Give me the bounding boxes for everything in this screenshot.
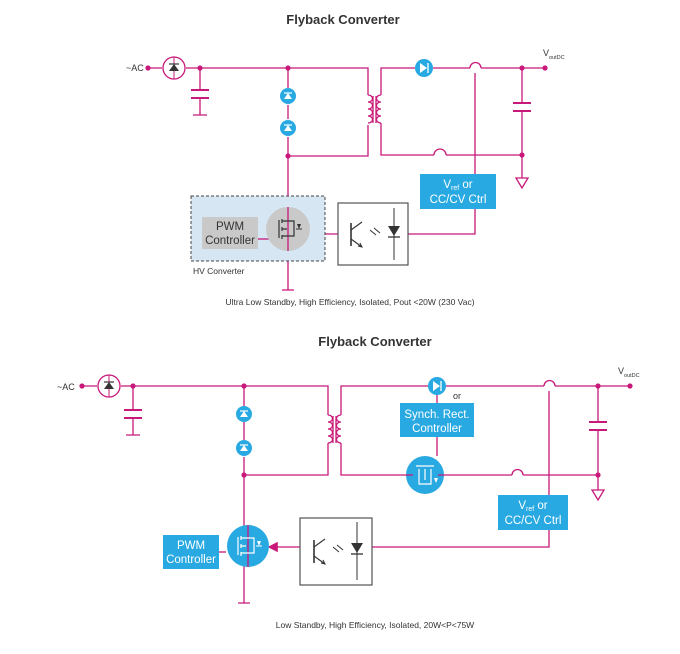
bottom-output-capacitor-icon	[589, 421, 607, 431]
bottom-vref-line1: Vref or	[518, 500, 547, 513]
bottom-tvs-diode-2-icon	[236, 440, 252, 456]
top-output-capacitor-icon	[513, 102, 531, 112]
bottom-sync-line2: Controller	[412, 423, 462, 435]
bottom-transformer-icon	[327, 414, 342, 444]
bottom-circuit: Flyback Converter ~AC	[57, 334, 640, 630]
top-vref-box	[420, 174, 496, 209]
bottom-output-diode-icon	[428, 377, 446, 395]
bottom-sync-line1: Synch. Rect.	[404, 409, 469, 421]
bottom-optocoupler-icon	[299, 517, 373, 586]
bottom-vref-box	[498, 495, 568, 530]
top-tvs-diode-1-icon	[280, 88, 296, 104]
top-optocoupler-icon	[337, 202, 409, 266]
top-transformer-icon	[367, 94, 382, 124]
bottom-title: Flyback Converter	[318, 334, 431, 349]
top-pwm-line1: PWM	[216, 221, 244, 233]
top-ac-label: ~AC	[126, 63, 144, 73]
top-tvs-diode-2-icon	[280, 120, 296, 136]
bottom-tvs-diode-1-icon	[236, 406, 252, 422]
bottom-pwm-line2: Controller	[166, 554, 216, 566]
bottom-pwm-controller-box	[163, 535, 219, 569]
bottom-input-capacitor-icon	[124, 409, 142, 419]
top-pwm-line2: Controller	[205, 235, 255, 247]
top-pwm-controller-box	[202, 217, 258, 249]
top-vref-line1: Vref or	[443, 179, 472, 192]
top-vout-label: VoutDC	[543, 48, 565, 61]
top-output-diode-icon	[415, 59, 433, 77]
bottom-pwm-line1: PWM	[177, 540, 205, 552]
top-hv-label: HV Converter	[193, 266, 245, 276]
top-mosfet-icon	[266, 207, 310, 251]
bottom-bridge-rectifier-icon	[97, 374, 121, 398]
bottom-vref-line2: CC/CV Ctrl	[505, 515, 562, 527]
bottom-or-label: or	[453, 391, 461, 401]
bottom-sync-mosfet-icon	[406, 456, 446, 494]
top-bridge-rectifier-icon	[162, 56, 186, 80]
bottom-mosfet-icon	[227, 525, 269, 567]
bottom-caption: Low Standby, High Efficiency, Isolated, …	[276, 620, 474, 630]
top-circuit: Flyback Converter ~AC	[126, 12, 565, 307]
bottom-sync-rect-box	[400, 403, 474, 437]
bottom-vout-label: VoutDC	[618, 366, 640, 379]
top-input-capacitor-icon	[191, 89, 209, 99]
top-title: Flyback Converter	[286, 12, 399, 27]
top-ground-icon	[514, 177, 530, 190]
top-vref-line2: CC/CV Ctrl	[430, 194, 487, 206]
bottom-ac-label: ~AC	[57, 382, 75, 392]
top-caption: Ultra Low Standby, High Efficiency, Isol…	[225, 297, 474, 307]
bottom-ground-icon	[590, 489, 606, 502]
